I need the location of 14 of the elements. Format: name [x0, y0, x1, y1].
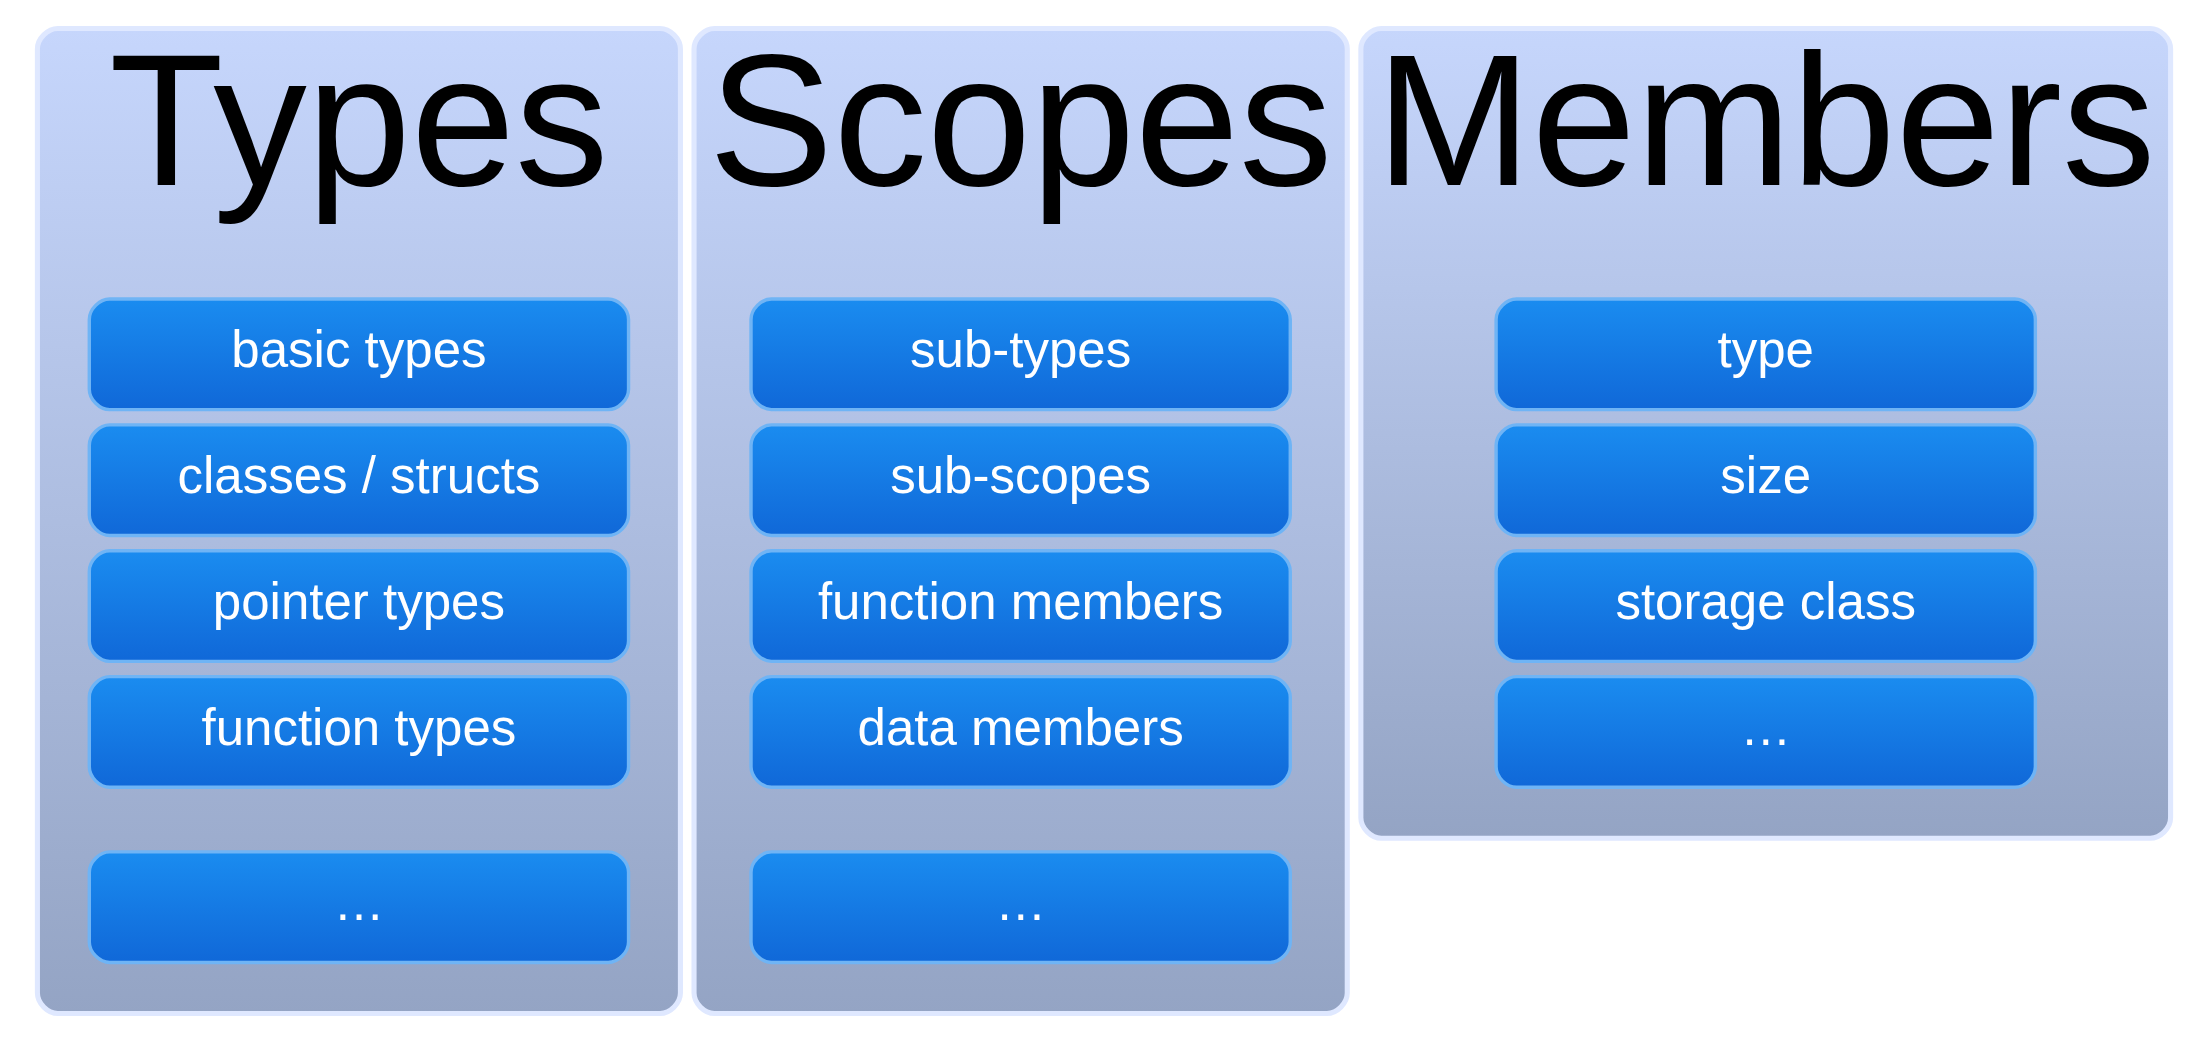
node-box: storage class: [1493, 549, 2037, 664]
node-box: classes / structs: [87, 423, 630, 538]
node-box: function types: [87, 674, 630, 789]
node-box: …: [1493, 674, 2037, 789]
node-box: …: [748, 850, 1292, 965]
node-box: sub-scopes: [748, 423, 1292, 538]
node-box: pointer types: [87, 549, 630, 664]
node-box: size: [1493, 423, 2037, 538]
node-box: data members: [748, 674, 1292, 789]
node-box: sub-types: [748, 297, 1292, 412]
node-box: type: [1493, 297, 2037, 412]
node-box: basic types: [87, 297, 630, 412]
node-box: function members: [748, 549, 1292, 664]
node-box: …: [87, 850, 630, 965]
